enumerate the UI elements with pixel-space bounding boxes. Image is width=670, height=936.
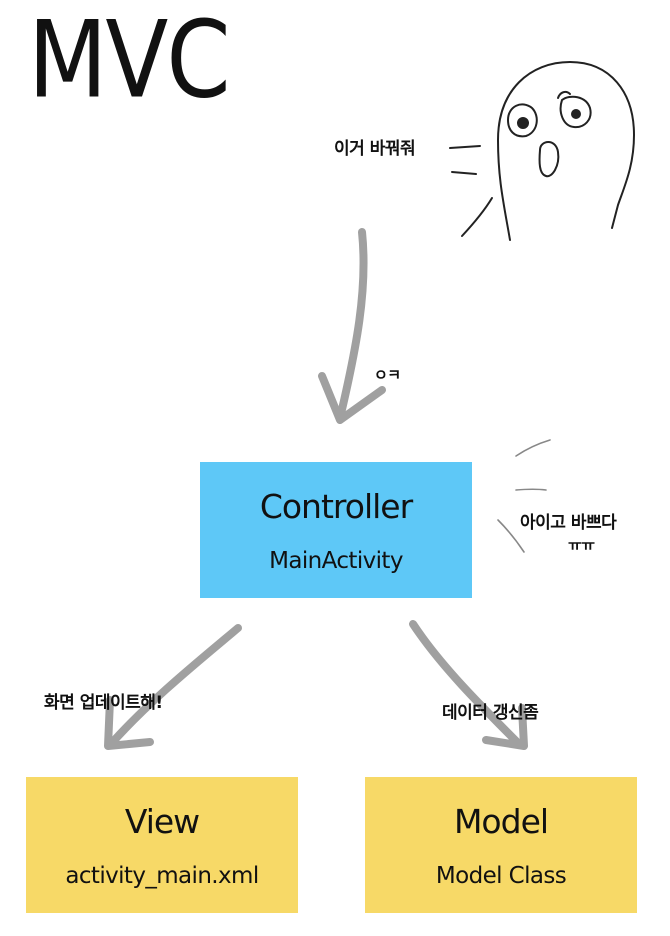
figure-right-pupil [571,109,581,119]
view-subtitle: activity_main.xml [65,862,259,889]
diagram-title: MVC [28,0,231,122]
figure-head-outline [496,60,636,241]
stick-figure-drawing [449,60,636,241]
busy-note-tears: ㅠㅠ [568,536,595,554]
busy-lines [497,439,551,553]
figure-left-pupil [517,117,529,129]
arrow-to-model-head [482,704,528,750]
view-title: View [124,801,200,841]
shout-line-2 [451,171,477,175]
ok-note: ㅇㅋ [374,366,401,384]
update-data-note: 데이터 갱신좀 [442,703,539,723]
arrow-to-model [409,620,524,749]
arrow-to-controller [336,228,368,422]
shout-line-1 [449,145,481,149]
view-box: View activity_main.xml [26,777,298,913]
model-box: Model Model Class [365,777,637,913]
figure-left-eye [506,103,538,138]
controller-subtitle: MainActivity [269,547,403,574]
controller-box: Controller MainActivity [200,462,472,598]
update-view-note: 화면 업데이트해! [44,693,163,713]
request-note: 이거 바꿔줘 [334,139,416,159]
model-subtitle: Model Class [435,862,567,889]
shout-line-3 [461,197,493,237]
figure-right-eye [559,95,592,129]
controller-title: Controller [259,486,413,526]
busy-note: 아이고 바쁘다 [520,513,617,533]
figure-right-brow [557,90,571,99]
model-title: Model [453,801,549,841]
arrow-to-view [106,624,242,749]
figure-mouth [538,141,560,178]
arrow-to-controller-head [318,372,386,424]
arrow-to-view-head [104,696,154,750]
